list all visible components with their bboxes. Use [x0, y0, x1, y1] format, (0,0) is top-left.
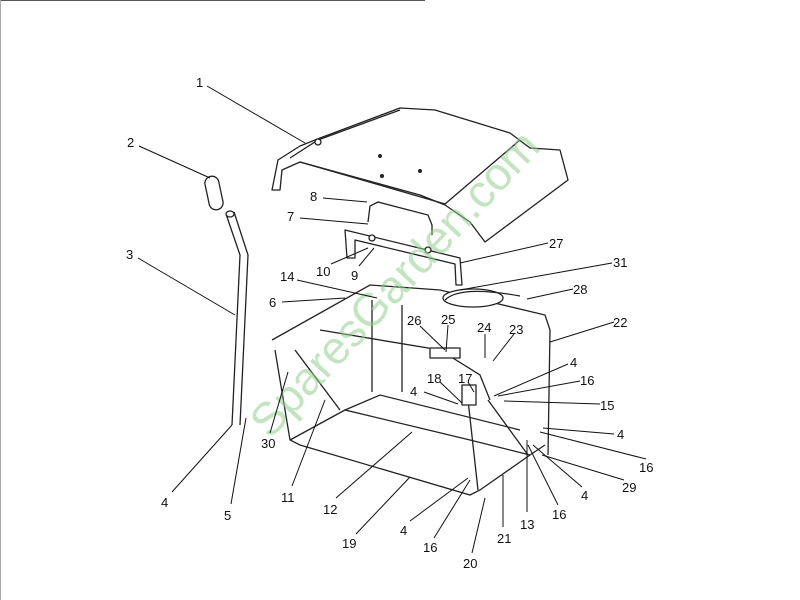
callout-9: 9 [351, 268, 358, 283]
handle-grip-part [204, 175, 224, 211]
callout-16: 16 [423, 540, 437, 555]
callout-2: 2 [127, 135, 134, 150]
callout-29: 29 [622, 480, 636, 495]
callout-8: 8 [310, 189, 317, 204]
callout-labels: 1 2 3 4 5 6 7 8 9 10 11 12 13 14 15 16 4… [126, 75, 653, 571]
collector-frame [271, 284, 551, 496]
callout-16: 16 [580, 373, 594, 388]
callout-4: 4 [410, 384, 417, 399]
left-border-line [0, 0, 1, 600]
callout-22: 22 [613, 315, 627, 330]
callout-4: 4 [570, 355, 577, 370]
callout-4: 4 [161, 495, 168, 510]
handle-tube-part [225, 210, 249, 426]
callout-19: 19 [342, 536, 356, 551]
callout-24: 24 [477, 320, 491, 335]
hood-part [271, 107, 569, 243]
callout-25: 25 [441, 312, 455, 327]
top-border-line [0, 0, 425, 1]
callout-1: 1 [196, 75, 203, 90]
callout-26: 26 [407, 313, 421, 328]
callout-12: 12 [323, 502, 337, 517]
callout-7: 7 [287, 209, 294, 224]
callout-18: 18 [427, 371, 441, 386]
callout-21: 21 [497, 531, 511, 546]
callout-23: 23 [509, 322, 523, 337]
callout-14: 14 [280, 269, 294, 284]
callout-20: 20 [463, 556, 477, 571]
callout-16: 16 [639, 460, 653, 475]
callout-11: 11 [281, 490, 295, 505]
callout-13: 13 [520, 517, 534, 532]
callout-17: 17 [458, 371, 472, 386]
callout-27: 27 [549, 236, 563, 251]
callout-5: 5 [224, 508, 231, 523]
callout-4: 4 [617, 427, 624, 442]
callout-28: 28 [573, 282, 587, 297]
callout-4: 4 [400, 523, 407, 538]
callout-30: 30 [261, 436, 275, 451]
callout-15: 15 [600, 398, 614, 413]
callout-4: 4 [581, 488, 588, 503]
leader-lines [137, 85, 647, 554]
callout-10: 10 [316, 264, 330, 279]
handle-bracket-part [344, 201, 463, 286]
callout-6: 6 [269, 295, 276, 310]
callout-31: 31 [613, 255, 627, 270]
callout-16: 16 [552, 507, 566, 522]
callout-3: 3 [126, 247, 133, 262]
